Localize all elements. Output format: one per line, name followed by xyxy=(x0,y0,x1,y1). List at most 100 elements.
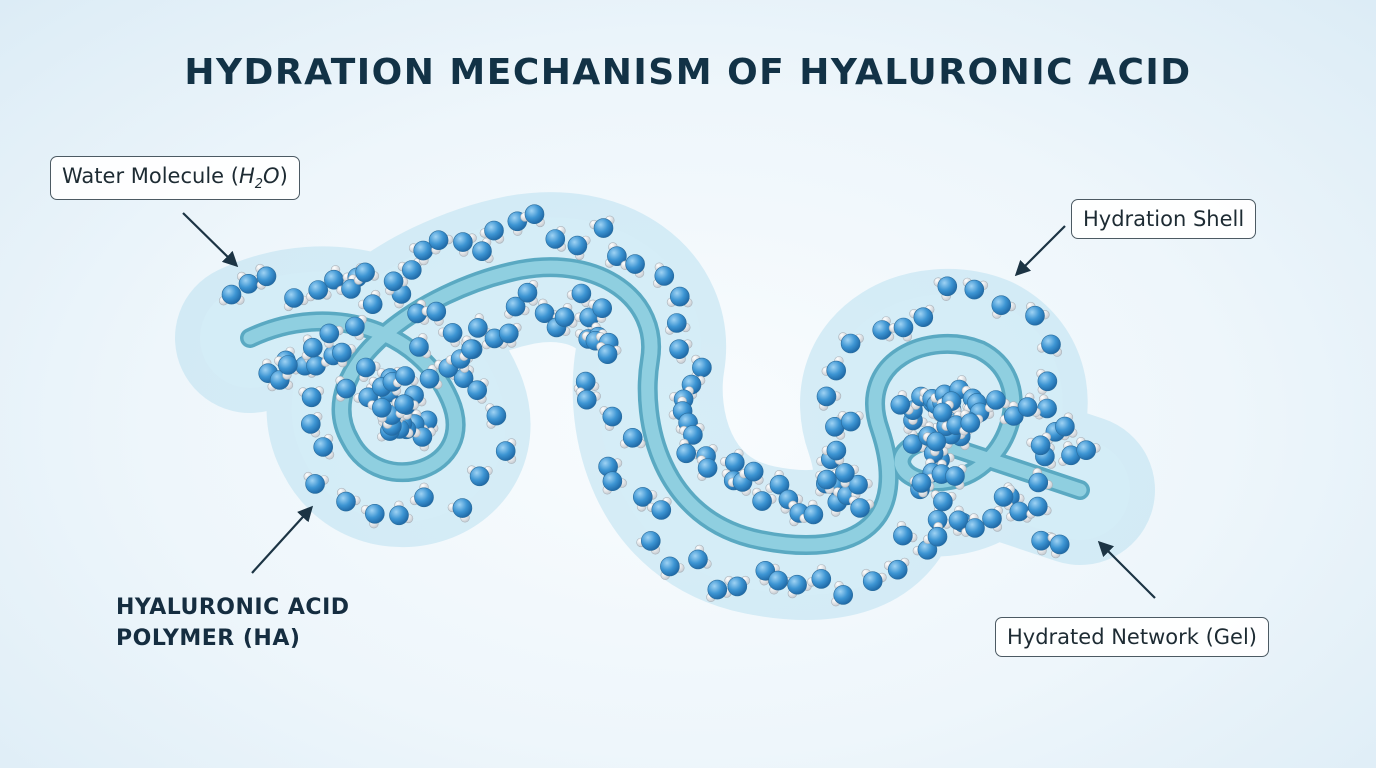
water-molecule xyxy=(306,280,332,302)
water-molecule xyxy=(821,440,847,465)
water-molecule xyxy=(1055,412,1078,438)
water-molecule xyxy=(930,490,957,512)
water-molecule xyxy=(679,423,705,445)
oxygen-atom xyxy=(913,307,934,328)
water-molecule xyxy=(336,274,361,299)
oxygen-atom xyxy=(937,276,958,297)
oxygen-atom xyxy=(960,413,981,433)
water-molecule xyxy=(890,390,914,415)
oxygen-atom xyxy=(567,235,588,256)
oxygen-atom xyxy=(890,394,911,415)
oxygen-atom xyxy=(517,282,538,303)
oxygen-atom xyxy=(597,344,618,365)
polymer-strand-fill xyxy=(243,260,1087,552)
oxygen-atom xyxy=(887,559,908,580)
water-molecule xyxy=(720,448,745,473)
water-molecule xyxy=(498,322,522,348)
oxygen-atom xyxy=(850,498,870,518)
oxygen-atom xyxy=(486,405,507,426)
water-molecule xyxy=(1026,496,1052,519)
oxygen-atom xyxy=(468,318,488,338)
water-molecule xyxy=(1036,368,1058,395)
oxygen-atom xyxy=(300,414,321,434)
oxygen-atom xyxy=(356,357,376,378)
water-molecule xyxy=(389,500,414,526)
water-molecule xyxy=(567,235,591,261)
oxygen-atom xyxy=(469,466,490,487)
water-molecule xyxy=(799,499,824,525)
oxygen-atom xyxy=(945,466,965,486)
water-molecule xyxy=(313,433,335,460)
oxygen-atom xyxy=(826,360,847,381)
water-molecule xyxy=(765,470,790,495)
oxygen-atom xyxy=(602,406,623,427)
water-molecule xyxy=(255,263,277,290)
oxygen-atom xyxy=(1041,334,1061,355)
oxygen-atom xyxy=(982,508,1002,529)
oxygen-atom xyxy=(893,525,913,546)
water-molecule xyxy=(588,298,613,323)
water-molecule xyxy=(421,301,447,326)
oxygen-atom xyxy=(607,246,627,267)
water-molecule xyxy=(669,339,693,364)
oxygen-atom xyxy=(1037,371,1058,392)
water-molecule xyxy=(218,284,245,306)
oxygen-atom xyxy=(472,241,492,261)
oxygen-atom xyxy=(1025,305,1045,326)
oxygen-atom xyxy=(727,576,748,597)
oxygen-atom xyxy=(305,474,325,494)
water-molecule xyxy=(479,220,505,244)
oxygen-atom xyxy=(622,427,643,448)
water-molecule xyxy=(332,342,356,368)
oxygen-atom xyxy=(302,337,323,358)
oxygen-atom xyxy=(593,218,614,238)
water-molecule xyxy=(409,482,434,508)
water-molecule-label: Water Molecule (H2O) xyxy=(50,156,300,201)
oxygen-atom xyxy=(932,402,953,423)
oxygen-atom xyxy=(554,307,575,328)
water-molecule xyxy=(419,364,443,390)
water-molecule xyxy=(596,342,622,365)
page-title: HYDRATION MECHANISM OF HYALURONIC ACID xyxy=(184,52,1192,93)
oxygen-atom xyxy=(893,317,914,338)
oxygen-atom xyxy=(1028,496,1048,517)
water-molecule xyxy=(688,544,712,570)
oxygen-atom xyxy=(1049,534,1070,555)
water-molecule xyxy=(495,438,517,464)
water-molecule xyxy=(467,378,489,404)
water-molecule xyxy=(861,568,887,592)
water-molecule xyxy=(393,366,419,388)
water-molecule xyxy=(664,313,691,335)
oxygen-atom xyxy=(576,389,597,410)
water-molecule xyxy=(367,397,392,423)
water-molecule xyxy=(838,411,864,432)
water-molecule xyxy=(1025,301,1050,326)
oxygen-atom xyxy=(724,452,745,473)
oxygen-atom xyxy=(1003,406,1024,426)
water-molecule xyxy=(453,232,477,257)
water-molecule xyxy=(909,304,935,328)
water-molecule xyxy=(739,461,764,485)
water-molecule xyxy=(554,303,578,328)
water-molecule xyxy=(599,406,623,431)
oxygen-atom xyxy=(803,504,824,525)
water-molecule xyxy=(602,471,627,495)
water-molecule xyxy=(872,316,895,342)
oxygen-atom xyxy=(332,342,352,363)
water-molecules xyxy=(218,204,1101,607)
oxygen-atom xyxy=(319,323,340,344)
oxygen-atom xyxy=(632,487,653,507)
oxygen-atom xyxy=(811,569,832,589)
water-molecule xyxy=(300,412,323,438)
water-molecule xyxy=(1047,532,1070,559)
water-molecule xyxy=(848,474,873,500)
oxygen-atom xyxy=(602,471,623,492)
water-molecule xyxy=(319,323,344,349)
oxygen-atom xyxy=(654,266,675,286)
water-molecule xyxy=(575,387,601,410)
oxygen-atom xyxy=(669,286,690,307)
water-molecule xyxy=(984,390,1010,413)
water-molecule xyxy=(428,230,454,255)
water-molecule xyxy=(517,280,539,306)
oxygen-atom xyxy=(336,491,356,512)
